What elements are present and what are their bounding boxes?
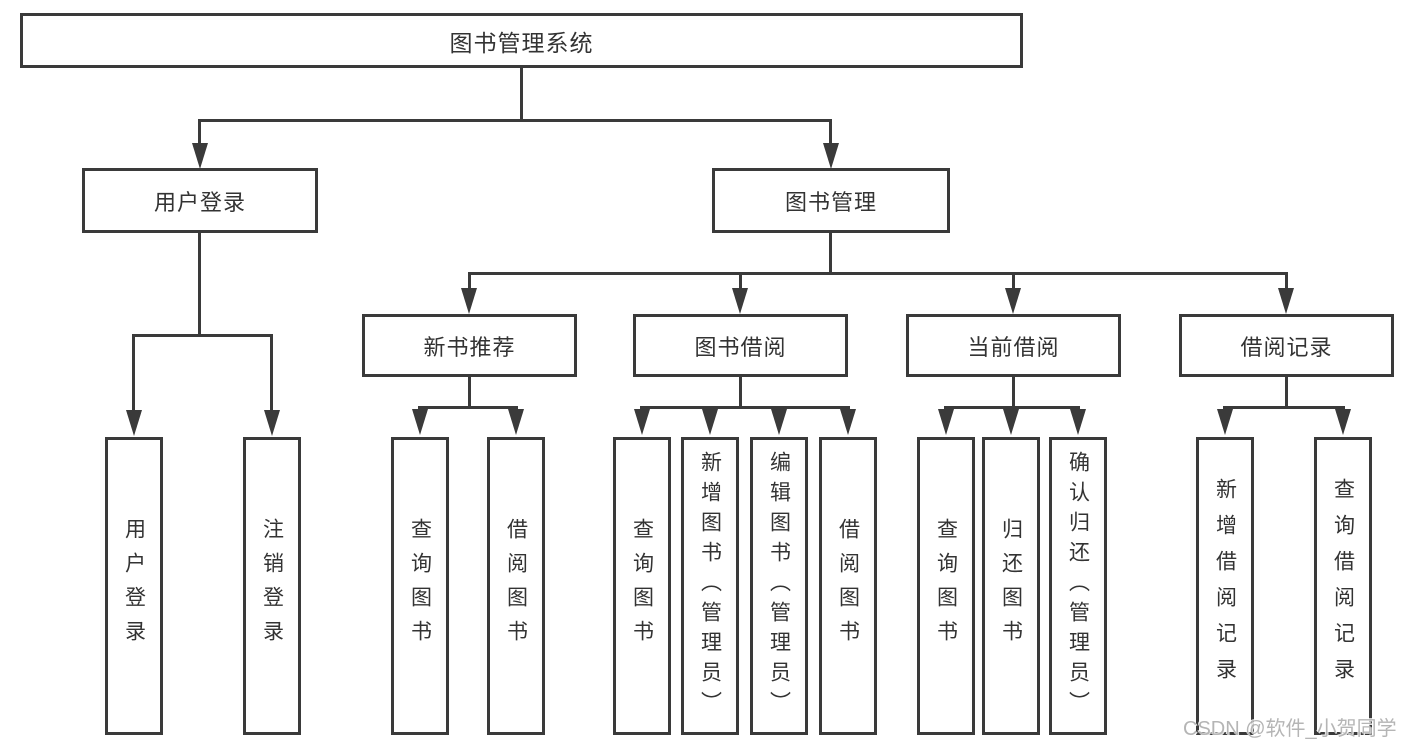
leaf-add-books-admin: 新增图书（管理员） (681, 437, 739, 735)
node-user-login-label: 用户登录 (153, 189, 246, 215)
leaf-query-books-2-label: 查询图书 (630, 518, 654, 654)
leaf-query-borrow-record: 查询借阅记录 (1314, 437, 1372, 735)
leaf-query-books-1-label: 查询图书 (408, 518, 432, 654)
arrow-down-icon (823, 143, 839, 169)
leaf-user-login: 用户登录 (105, 437, 163, 735)
leaf-borrow-books-2: 借阅图书 (819, 437, 877, 735)
arrow-down-icon (1005, 288, 1021, 314)
node-user-login: 用户登录 (82, 168, 318, 233)
connector-current-borrow-bar (944, 406, 1080, 409)
arrow-down-icon (412, 409, 428, 435)
leaf-edit-books-admin-label: 编辑图书（管理员） (767, 451, 791, 721)
node-root: 图书管理系统 (20, 13, 1023, 68)
arrow-down-icon (702, 409, 718, 435)
connector-drop (270, 334, 273, 414)
node-borrow-records-label: 借阅记录 (1240, 334, 1333, 360)
arrow-down-icon (126, 410, 142, 436)
connector-current-borrow-stem (1012, 377, 1015, 409)
connector-drop (468, 272, 471, 292)
leaf-query-books-3: 查询图书 (917, 437, 975, 735)
leaf-borrow-books-1-label: 借阅图书 (504, 518, 528, 654)
leaf-return-books: 归还图书 (982, 437, 1040, 735)
leaf-borrow-books-2-label: 借阅图书 (836, 518, 860, 654)
node-new-book-recommend: 新书推荐 (362, 314, 577, 377)
connector-book-borrow-stem (739, 377, 742, 409)
arrow-down-icon (1217, 409, 1233, 435)
arrow-down-icon (634, 409, 650, 435)
leaf-return-books-label: 归还图书 (999, 518, 1023, 654)
arrow-down-icon (1070, 409, 1086, 435)
arrow-down-icon (461, 288, 477, 314)
leaf-logout-label: 注销登录 (260, 518, 284, 654)
connector-drop-user-login (198, 121, 201, 147)
leaf-logout: 注销登录 (243, 437, 301, 735)
connector-drop (1012, 272, 1015, 292)
connector-user-login-bar (132, 334, 273, 337)
arrow-down-icon (264, 410, 280, 436)
node-book-borrow: 图书借阅 (633, 314, 848, 377)
connector-drop (739, 272, 742, 292)
arrow-down-icon (1003, 409, 1019, 435)
node-borrow-records: 借阅记录 (1179, 314, 1394, 377)
node-book-borrow-label: 图书借阅 (694, 334, 787, 360)
connector-drop-book-mgmt (829, 121, 832, 147)
node-root-label: 图书管理系统 (449, 29, 594, 56)
leaf-query-books-2: 查询图书 (613, 437, 671, 735)
leaf-query-borrow-record-label: 查询借阅记录 (1331, 478, 1355, 694)
connector-borrow-records-bar (1223, 406, 1345, 409)
connector-book-mgmt-bar (468, 272, 1288, 275)
leaf-confirm-return-admin-label: 确认归还（管理员） (1066, 451, 1090, 721)
leaf-query-books-3-label: 查询图书 (934, 518, 958, 654)
arrow-down-icon (192, 143, 208, 169)
leaf-borrow-books-1: 借阅图书 (487, 437, 545, 735)
node-new-book-recommend-label: 新书推荐 (423, 334, 516, 360)
connector-root-bar (198, 119, 832, 122)
arrow-down-icon (1335, 409, 1351, 435)
connector-book-borrow-bar (640, 406, 850, 409)
connector-user-login-stem (198, 233, 201, 337)
leaf-user-login-label: 用户登录 (122, 518, 146, 654)
connector-drop (132, 334, 135, 414)
node-book-mgmt: 图书管理 (712, 168, 950, 233)
leaf-add-books-admin-label: 新增图书（管理员） (698, 451, 722, 721)
connector-root-stem (520, 67, 523, 122)
leaf-edit-books-admin: 编辑图书（管理员） (750, 437, 808, 735)
arrow-down-icon (840, 409, 856, 435)
connector-book-mgmt-stem (829, 233, 832, 274)
arrow-down-icon (732, 288, 748, 314)
node-book-mgmt-label: 图书管理 (784, 189, 877, 215)
connector-drop (1285, 272, 1288, 292)
leaf-query-books-1: 查询图书 (391, 437, 449, 735)
leaf-add-borrow-record-label: 新增借阅记录 (1213, 478, 1237, 694)
arrow-down-icon (938, 409, 954, 435)
leaf-add-borrow-record: 新增借阅记录 (1196, 437, 1254, 735)
connector-new-book-stem (468, 377, 471, 409)
node-current-borrow: 当前借阅 (906, 314, 1121, 377)
arrow-down-icon (1278, 288, 1294, 314)
connector-borrow-records-stem (1285, 377, 1288, 409)
arrow-down-icon (771, 409, 787, 435)
leaf-confirm-return-admin: 确认归还（管理员） (1049, 437, 1107, 735)
connector-new-book-bar (418, 406, 518, 409)
arrow-down-icon (508, 409, 524, 435)
watermark: CSDN @软件_小贺同学 (1183, 718, 1397, 740)
node-current-borrow-label: 当前借阅 (967, 334, 1060, 360)
